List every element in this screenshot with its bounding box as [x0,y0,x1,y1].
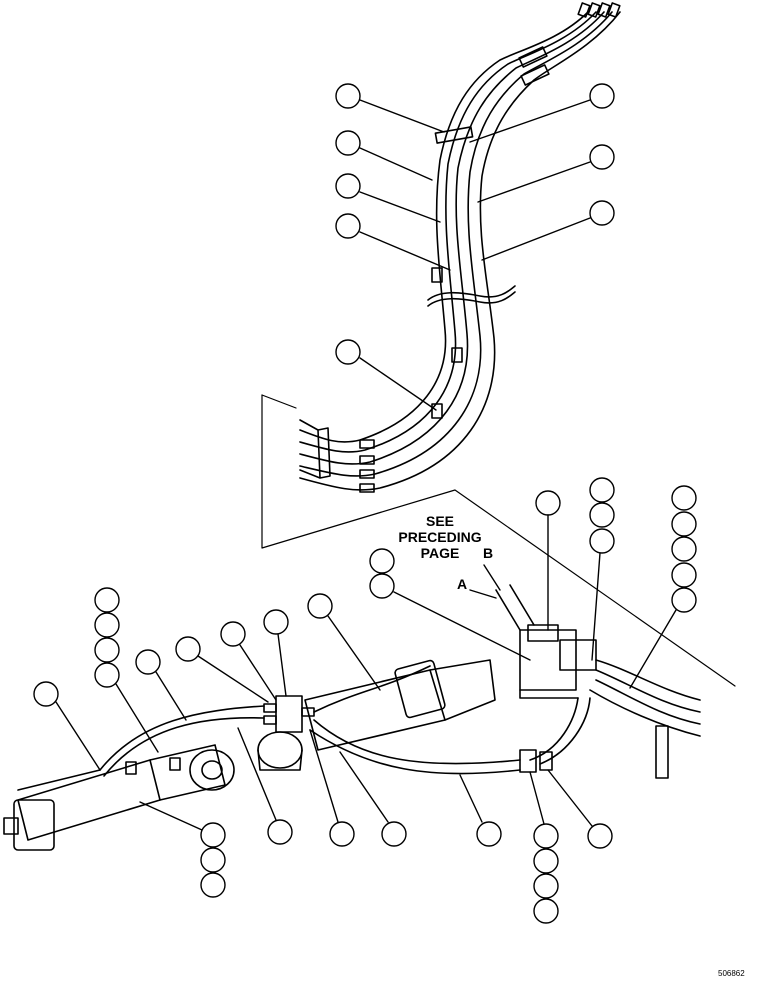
reference-arrows [469,564,501,599]
upper-hose-bundle [299,11,621,491]
lower-hoses [99,659,701,777]
label-b: B [483,545,494,561]
detail-frame [261,394,736,687]
see-preceding-page-note: SEE PRECEDING PAGE [380,513,500,561]
break-line [427,285,516,307]
left-clamp-bracket [299,419,331,479]
figure-id: 506862 [718,969,745,978]
note-line-3: PAGE [420,545,460,561]
center-valve [263,695,315,733]
lower-clamps [125,725,669,779]
lower-fittings [359,439,375,493]
upper-clamps [431,46,550,419]
callouts [33,83,697,924]
label-a: A [457,576,468,592]
note-line-1: SEE [425,513,454,529]
right-valve [495,584,597,699]
note-line-2: PRECEDING [398,529,482,545]
top-fittings [577,2,621,18]
